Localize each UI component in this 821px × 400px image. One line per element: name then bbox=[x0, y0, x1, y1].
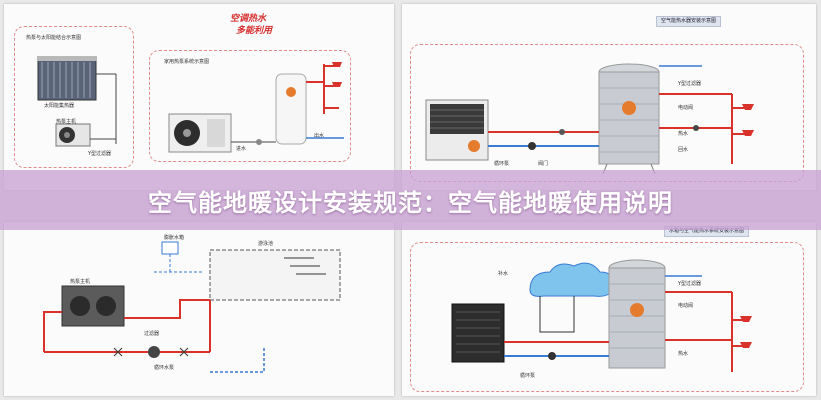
pump-label-pool: 循环水泵 bbox=[154, 365, 175, 371]
heat-pump-label-left: 热泵主机 bbox=[56, 119, 77, 125]
br-label-3: Y型过滤器 bbox=[678, 281, 702, 287]
pool-label: 游泳池 bbox=[258, 241, 274, 247]
home-system-title: 家用热泵系统示意图 bbox=[164, 59, 210, 65]
heat-pump-dark bbox=[451, 303, 505, 363]
top-right-drawing bbox=[425, 63, 754, 175]
outlet-label: 出水 bbox=[314, 133, 325, 139]
br-label-5: 热水 bbox=[678, 351, 689, 357]
solar-collector-label: 太阳能集热器 bbox=[44, 103, 75, 109]
top-left-drawing bbox=[37, 56, 344, 153]
banner-title: 空气能地暖设计安装规范：空气能地暖使用说明 bbox=[148, 188, 673, 217]
br-label-6: 循环泵 bbox=[520, 373, 536, 379]
diagram-panel-top-right: 空气能热水器安装示意图 Y型过滤器 电动阀 热水 回水 循环泵 阀门 bbox=[402, 4, 816, 190]
stainless-tank bbox=[598, 71, 660, 165]
water-tank-home bbox=[275, 73, 307, 145]
diagram-panel-top-left: 空调热水 多能利用 热泵与太阳能结合示意图 太阳能集热器 热泵主机 Y型过滤器 … bbox=[4, 4, 394, 190]
stamp-title-line2: 多能利用 bbox=[236, 26, 273, 36]
filter-label-left: Y型过滤器 bbox=[88, 151, 112, 157]
bottom-left-drawing bbox=[43, 241, 341, 373]
swimming-pool bbox=[209, 249, 341, 301]
diagram-panel-bottom-left: 膨胀水箱 游泳池 热泵主机 过滤器 循环水泵 bbox=[4, 222, 394, 396]
top-right-header: 空气能热水器安装示意图 bbox=[656, 16, 722, 27]
br-label-1: 补水 bbox=[498, 271, 509, 277]
br-label-4: 电动阀 bbox=[678, 303, 694, 309]
solar-diagram-title: 热泵与太阳能结合示意图 bbox=[26, 35, 82, 41]
tr-label-5: 循环泵 bbox=[494, 161, 510, 167]
title-banner: 空气能地暖设计安装规范：空气能地暖使用说明 bbox=[0, 170, 821, 230]
solar-collector bbox=[37, 59, 97, 101]
tr-label-4: 回水 bbox=[678, 147, 689, 153]
water-supply-cloud bbox=[529, 262, 615, 297]
stainless-tank-2 bbox=[608, 267, 666, 369]
tr-label-1: Y型过滤器 bbox=[678, 81, 702, 87]
inlet-label: 进水 bbox=[236, 146, 247, 152]
bottom-right-frame bbox=[410, 242, 804, 392]
stamp-title-line1: 空调热水 bbox=[230, 14, 267, 24]
tr-label-6: 阀门 bbox=[538, 161, 549, 167]
bottom-right-drawing bbox=[451, 259, 752, 372]
diagram-panel-bottom-right: 水箱与空气能热水系统安装示意图 补水 排气 Y型过滤器 电动阀 热水 循环泵 bbox=[402, 222, 816, 396]
home-system-frame bbox=[149, 50, 351, 162]
heat-pump-label-pool: 热泵主机 bbox=[70, 279, 91, 285]
tr-label-3: 热水 bbox=[678, 131, 689, 137]
filter-label-pool: 过滤器 bbox=[144, 331, 160, 337]
expansion-tank-label: 膨胀水箱 bbox=[164, 235, 185, 241]
solar-diagram-frame bbox=[14, 26, 134, 168]
tr-label-2: 电动阀 bbox=[678, 105, 694, 111]
